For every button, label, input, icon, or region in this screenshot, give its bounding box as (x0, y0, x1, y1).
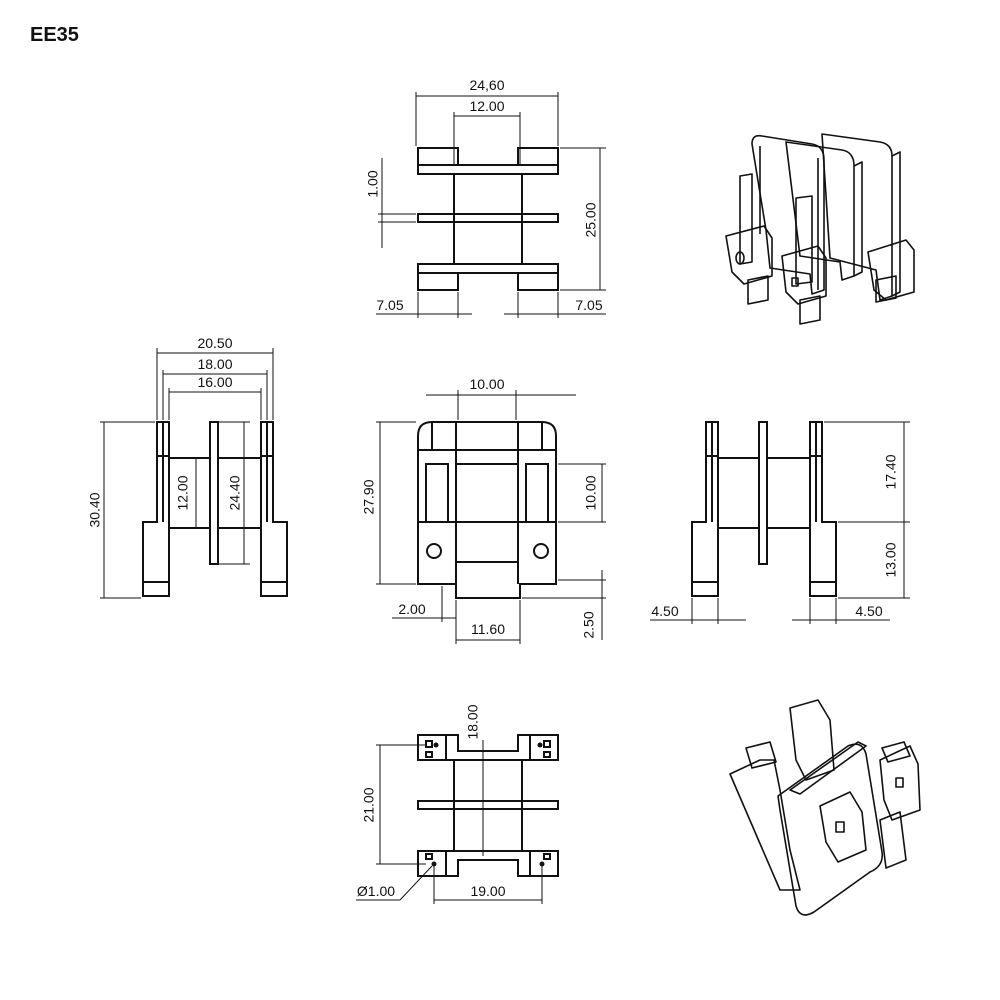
dim-right-right: 4.50 (855, 603, 882, 619)
dim-depth: 18.00 (465, 704, 481, 739)
dim-hole: Ø1.00 (357, 883, 395, 899)
top-view: 24,60 12.00 1.00 25.00 7.05 7.05 (365, 77, 606, 318)
dim-height: 25.00 (583, 202, 599, 237)
dim-left-offset: 7.05 (376, 297, 403, 313)
isometric-view-top (725, 133, 915, 325)
dim-pin-length: 2.50 (581, 611, 597, 638)
dim-length: 21.00 (361, 787, 377, 822)
dim-upper-height: 17.40 (883, 454, 899, 489)
side-view: 20.50 18.00 16.00 30.40 12.00 24.40 (87, 335, 288, 599)
front-view: 10.00 27.90 10.00 2.00 11.60 2.50 (361, 376, 606, 644)
dim-flange-thickness: 1.00 (365, 170, 381, 197)
dim-lower-height: 13.00 (883, 542, 899, 577)
dim-window-height: 10.00 (583, 475, 599, 510)
dim-front-height: 27.90 (361, 479, 377, 514)
dim-right-left: 4.50 (651, 603, 678, 619)
dim-slot: 11.60 (471, 621, 505, 637)
dim-window-width: 10.00 (469, 376, 504, 392)
dim-foot: 2.00 (398, 601, 425, 617)
right-view: 17.40 13.00 4.50 4.50 (650, 421, 910, 624)
dim-core-height: 12.00 (175, 475, 191, 510)
dim-outer-width: 24,60 (469, 77, 504, 93)
dim-right-offset: 7.05 (575, 297, 602, 313)
dim-width-outer: 20.50 (197, 335, 232, 351)
dim-inner-width: 12.00 (469, 98, 504, 114)
dim-total-height: 30.40 (87, 492, 103, 527)
dim-width-inner: 16.00 (197, 374, 232, 390)
dim-width-mid: 18.00 (197, 356, 232, 372)
bottom-view: 18.00 21.00 Ø1.00 19.00 (356, 704, 559, 904)
dim-flange-height: 24.40 (227, 475, 243, 510)
dim-span: 19.00 (470, 883, 505, 899)
drawing-title: EE35 (30, 24, 79, 46)
isometric-view-bottom (729, 699, 921, 916)
